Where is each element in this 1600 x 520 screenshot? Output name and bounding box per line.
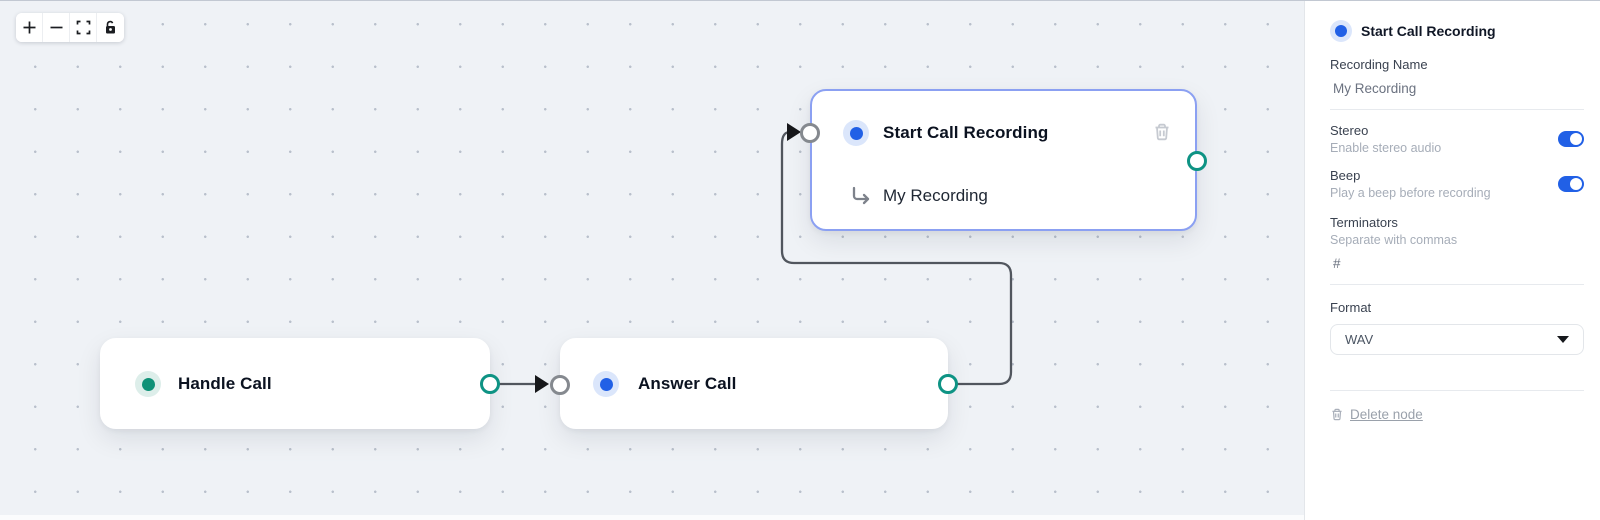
panel-title: Start Call Recording xyxy=(1361,23,1496,39)
delete-node-label: Delete node xyxy=(1350,407,1423,422)
beep-help: Play a beep before recording xyxy=(1330,186,1491,200)
canvas-bottom-edge xyxy=(0,515,1304,520)
terminators-help: Separate with commas xyxy=(1330,233,1458,247)
stereo-row: Stereo Enable stereo audio xyxy=(1330,123,1584,155)
output-handle[interactable] xyxy=(480,374,500,394)
edge-arrowhead xyxy=(535,375,549,393)
beep-row: Beep Play a beep before recording xyxy=(1330,168,1584,200)
stereo-help: Enable stereo audio xyxy=(1330,141,1442,155)
branch-arrow-icon xyxy=(849,185,873,214)
input-handle[interactable] xyxy=(800,123,820,143)
beep-label: Beep xyxy=(1330,168,1361,183)
recording-name-input[interactable] xyxy=(1330,81,1584,96)
input-handle[interactable] xyxy=(550,375,570,395)
delete-node-button[interactable]: Delete node xyxy=(1330,407,1584,422)
divider xyxy=(1330,390,1584,391)
node-title: Start Call Recording xyxy=(883,123,1049,142)
node-start-call-recording[interactable]: Start Call Recording My Recording xyxy=(800,89,1207,231)
node-subtitle: My Recording xyxy=(883,186,988,205)
format-value: WAV xyxy=(1345,332,1374,347)
edge-answer-to-recording[interactable] xyxy=(780,130,1013,386)
lock-icon[interactable] xyxy=(97,13,124,42)
panel-header: Start Call Recording xyxy=(1330,1,1584,42)
zoom-in-icon[interactable] xyxy=(16,13,43,42)
terminators-label: Terminators xyxy=(1330,215,1398,230)
terminators-input[interactable] xyxy=(1330,256,1584,271)
format-select[interactable]: WAV xyxy=(1330,324,1584,355)
divider xyxy=(1330,109,1584,110)
node-title: Handle Call xyxy=(178,374,272,393)
output-handle[interactable] xyxy=(938,374,958,394)
recording-name-label: Recording Name xyxy=(1330,57,1428,72)
beep-toggle[interactable] xyxy=(1558,176,1584,192)
trash-icon xyxy=(1332,408,1342,421)
node-answer-call[interactable]: Answer Call xyxy=(550,338,958,429)
stereo-label: Stereo xyxy=(1330,123,1369,138)
node-type-icon xyxy=(843,120,869,146)
chevron-down-icon xyxy=(1557,336,1569,343)
node-type-icon xyxy=(135,371,161,397)
format-label: Format xyxy=(1330,300,1372,315)
node-type-icon xyxy=(593,371,619,397)
node-title: Answer Call xyxy=(638,374,737,393)
canvas-controls xyxy=(16,13,124,42)
flow-canvas[interactable]: Handle Call Answer Call Start Call Recor… xyxy=(0,1,1304,520)
fit-view-icon[interactable] xyxy=(70,13,97,42)
node-properties-panel: Start Call Recording Recording Name Ster… xyxy=(1304,1,1600,520)
stereo-toggle[interactable] xyxy=(1558,131,1584,147)
node-handle-call[interactable]: Handle Call xyxy=(100,338,500,429)
divider xyxy=(1330,284,1584,285)
trash-icon[interactable] xyxy=(1152,122,1172,147)
edge-arrowhead xyxy=(787,123,801,141)
output-handle[interactable] xyxy=(1187,151,1207,171)
zoom-out-icon[interactable] xyxy=(43,13,70,42)
node-type-icon xyxy=(1330,20,1352,42)
edges-layer xyxy=(492,123,1013,393)
